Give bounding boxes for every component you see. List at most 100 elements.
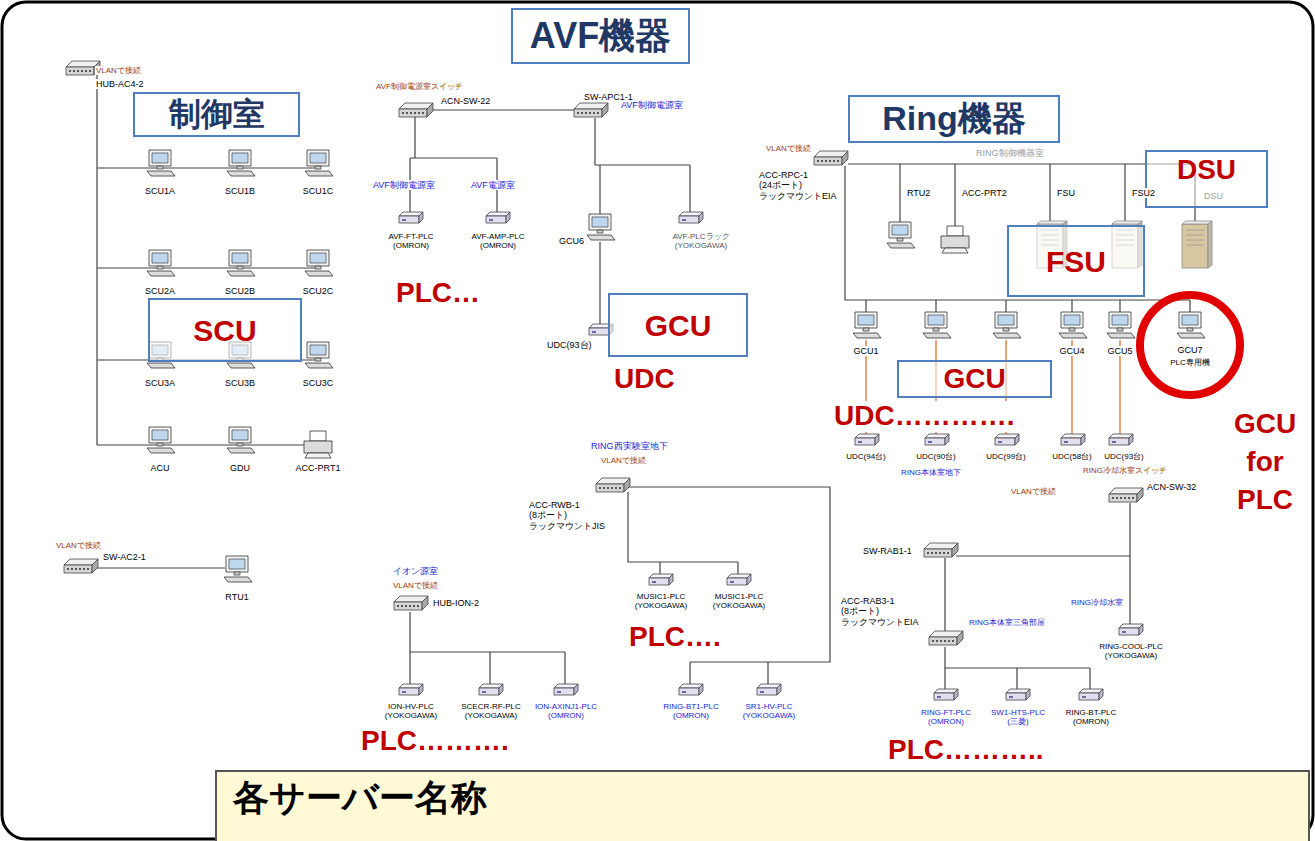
icon-part [853,333,881,338]
icon-part [157,443,163,446]
icon-part [232,430,248,440]
icon-part [1112,441,1116,443]
network-cable [96,72,97,445]
device-label: ACC-RAB3-1 (8ポート) ラックマウントEIA [840,596,926,627]
icon-part [305,271,333,276]
icon-part [760,691,764,693]
icon-part [410,112,412,114]
icon-part [89,70,91,72]
icon-part [941,236,969,248]
icon-part [937,696,941,698]
icon-part [92,559,98,573]
device-label: AVF-AMP-PLC (OMRON) [463,232,533,250]
network-cable [96,567,225,568]
icon-part [892,225,908,235]
icon-part [757,688,777,695]
icon-part [506,212,510,223]
icon-part [858,441,862,443]
icon-part [1139,624,1143,635]
icon-part [929,637,957,645]
network-cable [689,165,690,212]
annotation-text: PLC………. [360,726,510,757]
device-label: AVF制御電源室 [372,180,436,190]
icon-part [592,331,596,333]
device-label: AVF-PLCラック (YOKOGAWA) [660,232,742,250]
device-label: FSU [1056,188,1076,198]
icon-part [993,333,1021,338]
pc-terminal [853,312,881,338]
device-label: ACC-PRT2 [961,188,1008,198]
network-cable [1089,668,1090,689]
icon-part [611,487,613,489]
icon-part [589,328,609,335]
icon-part [589,214,611,230]
icon-part [1177,333,1205,338]
icon-part [310,253,326,263]
icon-part [399,109,427,117]
icon-part [863,328,869,331]
icon-part [730,581,734,583]
plc-unit [995,434,1019,445]
pc-terminal [993,312,1021,338]
icon-part [619,487,621,489]
icon-part [557,691,561,693]
network-cable [1124,164,1125,224]
icon-part [1137,488,1143,502]
network-cable [409,612,410,652]
annotation-box: FSU [1007,225,1145,297]
icon-part [855,312,877,328]
icon-part [597,230,603,233]
device-label: ACC-RWB-1 (8ポート) ラックマウントJIS [528,500,614,531]
icon-part [1061,312,1083,328]
pc-terminal [923,312,951,338]
icon-part [402,112,404,114]
device-label: VLANで接続 [392,581,439,590]
icon-part [1081,434,1085,445]
icon-part [1117,328,1123,331]
icon-part [945,434,949,445]
box-label: AVF機器 [530,16,671,56]
device-label: ACU [149,463,170,473]
network-switch [399,103,433,117]
annotation-text: PLC… [395,278,481,309]
icon-part [305,363,333,368]
device-label: GCU1 [852,346,879,356]
icon-part [925,312,947,328]
icon-part [234,572,240,575]
icon-part [419,684,423,695]
icon-part [1119,628,1139,635]
box-label: FSU [1046,245,1106,278]
icon-part [679,688,699,695]
icon-part [1026,689,1030,700]
icon-part [406,112,408,114]
icon-part [682,219,686,221]
icon-part [825,160,827,162]
plc-unit [399,684,423,695]
icon-part [482,691,486,693]
icon-part [889,222,911,238]
device-label: RING-BT1-PLC (OMRON) [654,702,728,720]
icon-part [602,103,608,117]
device-label: RING本体室地下 [900,468,962,477]
icon-part [942,248,968,253]
network-cable [954,164,955,226]
icon-part [817,160,819,162]
icon-part [232,253,248,263]
device-label: FSU2 [1131,188,1156,198]
pc-terminal [887,222,915,248]
device-label: SCU2B [224,286,256,296]
network-cable [767,662,768,684]
icon-part [821,160,823,162]
icon-part [837,160,839,162]
device-label: GDU [229,463,251,473]
device-label: AVF制御電源室 [620,100,684,110]
icon-part [1009,696,1013,698]
icon-part [952,543,958,557]
highlight-circle [1140,295,1240,395]
icon-part [417,605,419,607]
icon-part [777,684,781,695]
icon-part [589,112,591,114]
annotation-box: AVF機器 [511,8,690,64]
icon-part [229,250,251,266]
device-label: UDC(94台) [845,452,887,461]
